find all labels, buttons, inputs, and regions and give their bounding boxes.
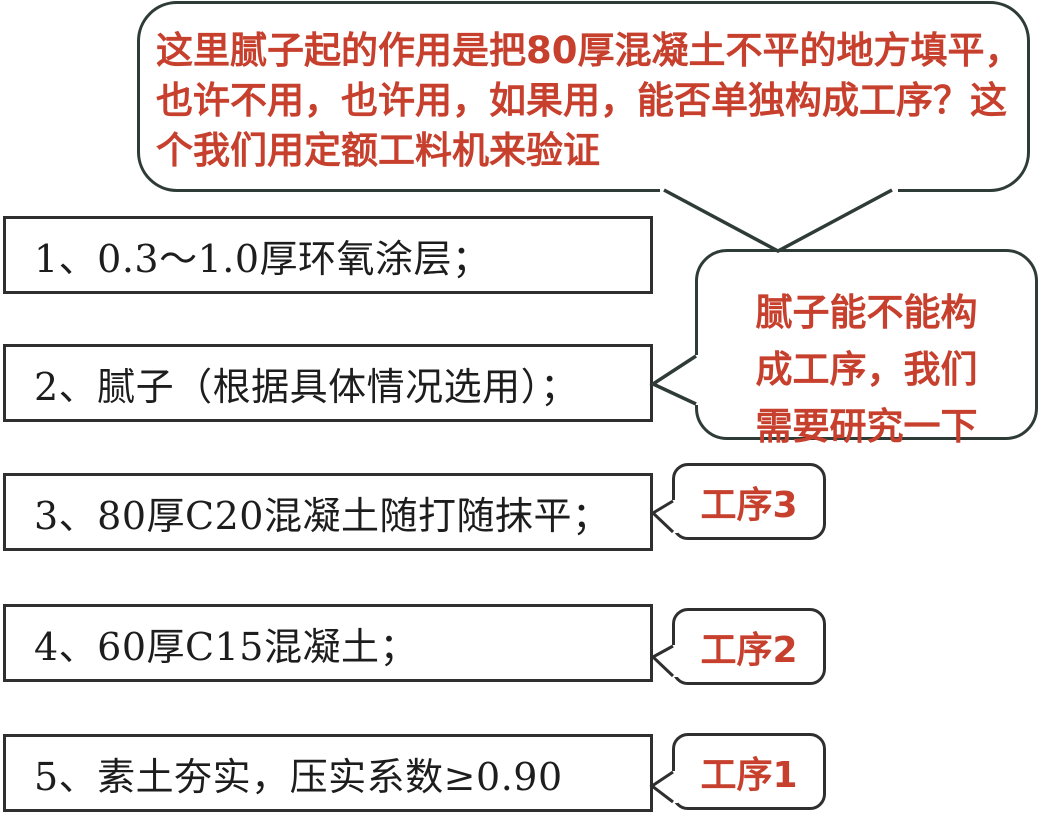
top-bubble-tail-fill [660,186,898,250]
top-bubble-tail [660,186,898,253]
step-box-2: 2、腻子（根据具体情况选用）； [3,344,653,422]
side-bubble-tail-outline [649,354,697,406]
process-callout-3-label: 工序3 [700,484,798,526]
top-bubble-tail-outline [663,188,893,253]
step-box-1: 1、0.3～1.0厚环氧涂层； [3,216,653,294]
process-callout-2-label: 工序2 [700,629,798,671]
annotation-side-line-1: 腻子能不能构 [755,291,978,334]
annotation-top-line-2: 也许不用，也许用，如果用，能否单独构成工序？这 [156,79,1007,122]
step-label-3: 3、80厚C20混凝土随打随抹平； [34,493,611,538]
step-label-2: 2、腻子（根据具体情况选用）； [34,364,579,409]
side-bubble-tail [649,354,701,406]
annotation-side-line-3: 需要研究一下 [755,405,978,448]
process-callout-3-tail-outline [650,499,675,534]
annotation-top-line-1: 这里腻子起的作用是把80厚混凝土不平的地方填平， [156,29,1022,72]
step-label-4: 4、60厚C15混凝土； [34,624,418,669]
process-callout-1-tail-outline [649,770,674,804]
annotation-side-line-2: 成工序，我们 [755,348,978,391]
process-callout-3: 工序3 [672,463,826,540]
process-callout-2: 工序2 [672,608,826,685]
annotation-bubble-side: 腻子能不能构 成工序，我们 需要研究一下 [695,249,1038,448]
step-box-4: 4、60厚C15混凝土； [3,604,653,682]
step-label-1: 1、0.3～1.0厚环氧涂层； [34,236,491,281]
step-label-5: 5、素土夯实，压实系数≥0.90 [34,754,563,799]
step-box-5: 5、素土夯实，压实系数≥0.90 [3,734,653,812]
side-bubble-tail-fill [652,355,701,405]
annotation-top-line-3: 个我们用定额工料机来验证 [156,129,600,172]
annotation-bubble-top: 这里腻子起的作用是把80厚混凝土不平的地方填平， 也许不用，也许用，如果用，能否… [137,1,1030,192]
process-callout-2-tail-outline [650,644,675,678]
step-box-3: 3、80厚C20混凝土随打随抹平； [3,473,653,551]
process-callout-1-label: 工序1 [700,754,798,796]
process-callout-1: 工序1 [672,733,826,810]
